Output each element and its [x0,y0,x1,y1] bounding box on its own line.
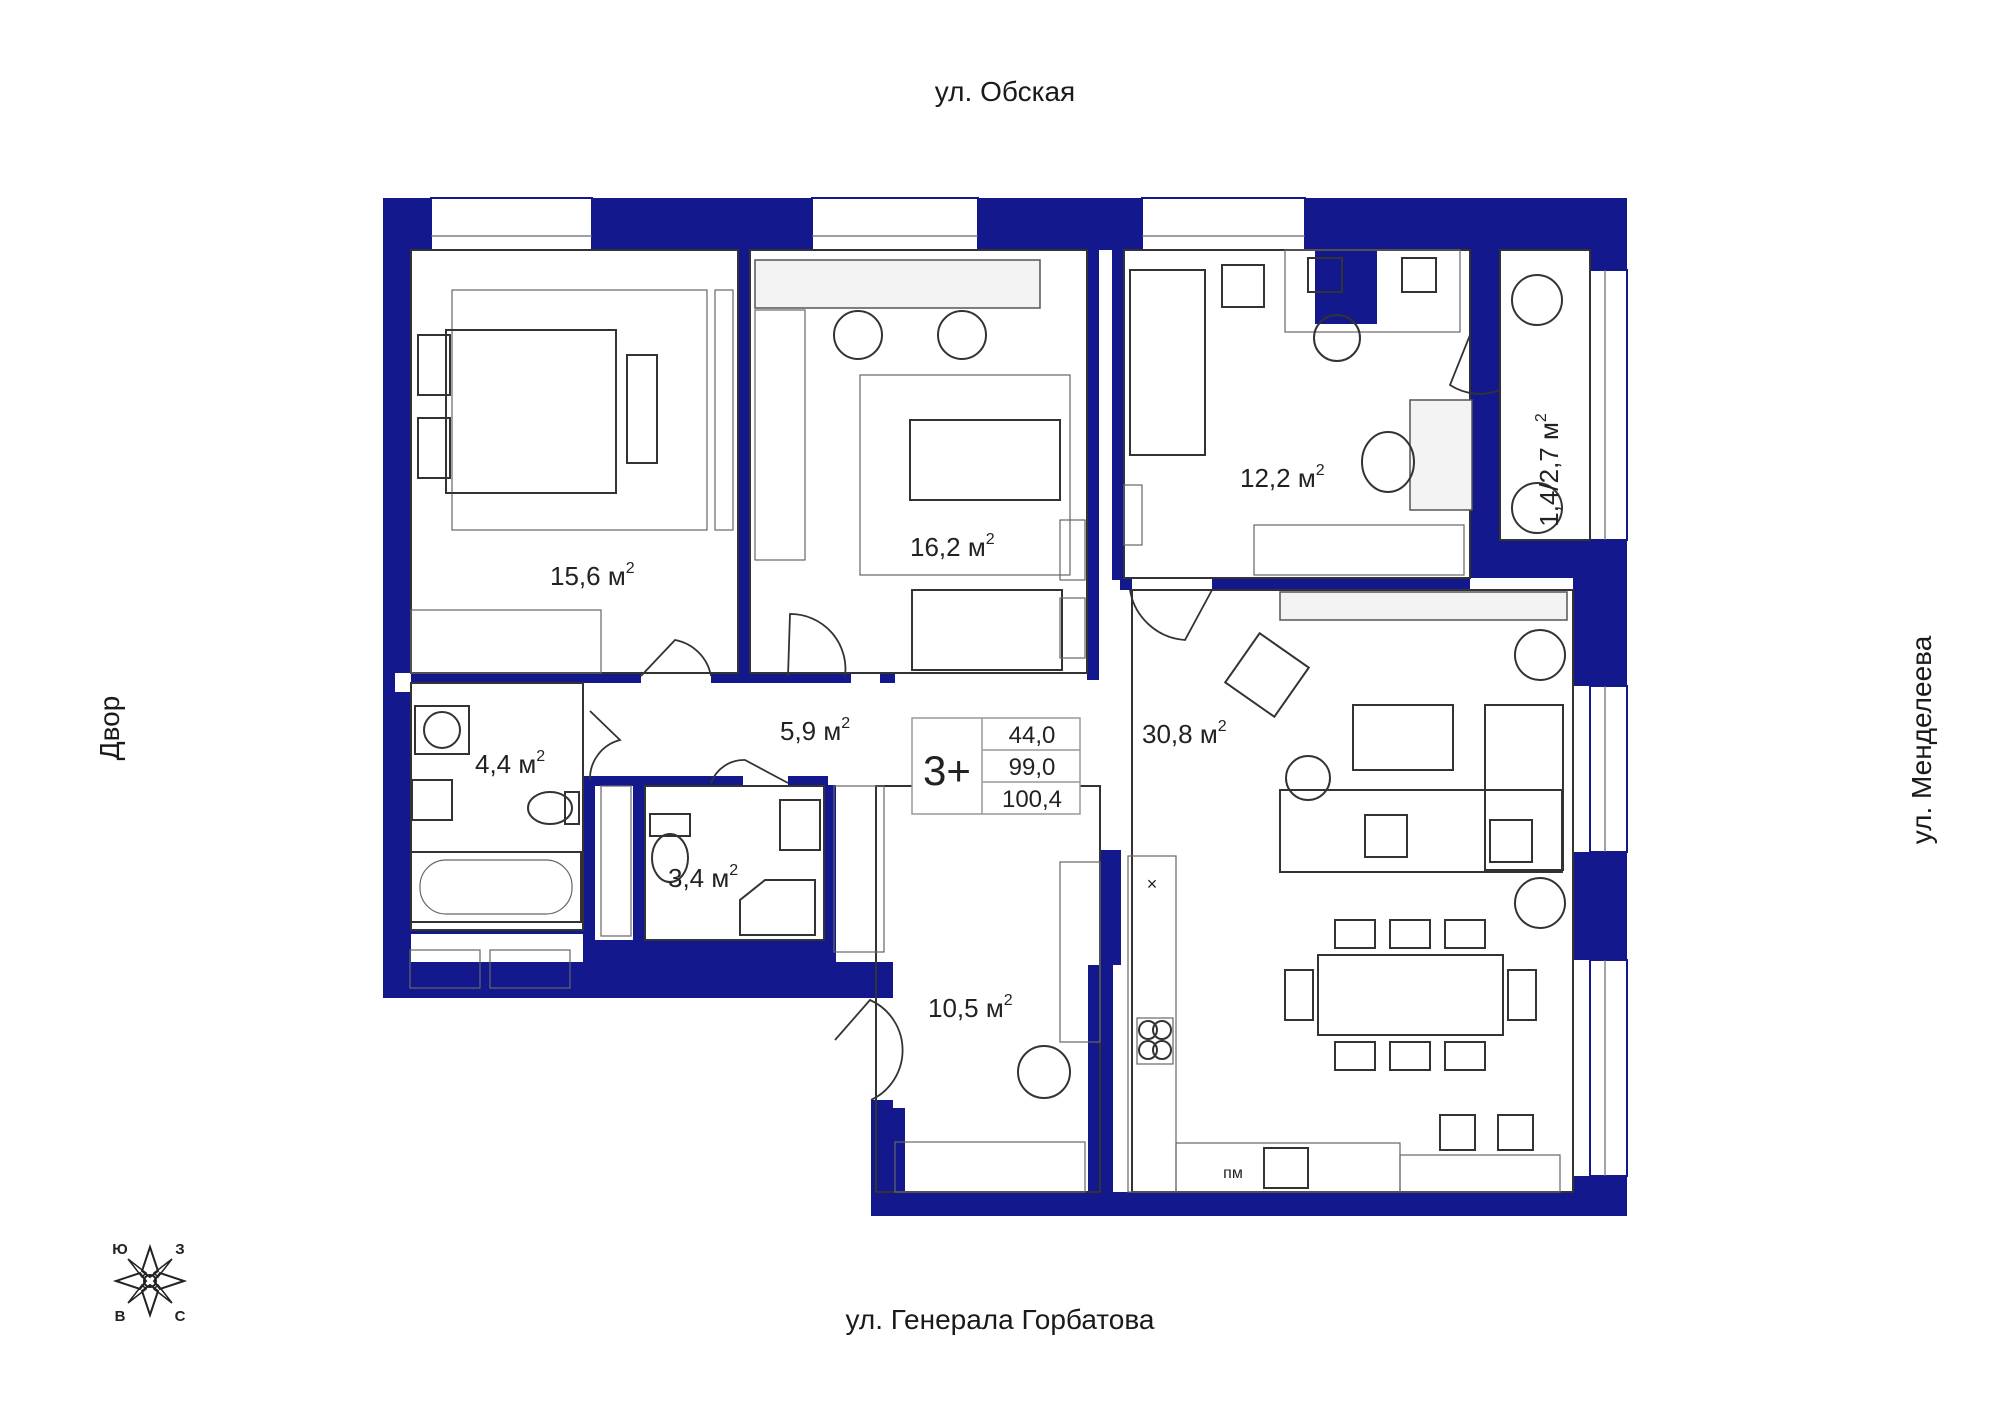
summary-box: 3+ 44,0 99,0 100,4 [911,717,1081,815]
compass-label-top-right: З [175,1241,184,1258]
summary-value-2: 99,0 [1009,754,1056,781]
compass-icon: Ю З В С [112,1241,188,1325]
dishwasher-label: пм [1223,1165,1243,1182]
summary-value-1: 44,0 [1009,722,1056,749]
corridor-furniture [894,861,1101,1193]
bedroom-1-furniture [410,289,734,674]
room-area-living: 30,8 м2 [1142,718,1227,749]
bathroom-furniture [409,705,582,989]
walls [383,198,1627,1216]
room-labels: 15,6 м2 16,2 м2 12,2 м2 5,9 м2 30,8 м2 4… [475,413,1564,1023]
room-area-corridor: 10,5 м2 [928,992,1013,1023]
bedroom-2-furniture [754,259,1086,671]
hood-mark: × [1147,874,1158,894]
compass-label-bottom-left: В [115,1308,126,1325]
room-area-balcony: 1,4/2,7 м2 [1533,413,1564,527]
living-room-furniture [1223,591,1568,1193]
room-area-wc: 3,4 м2 [668,862,738,893]
compass-label-bottom-right: С [175,1308,186,1325]
room-area-bedroom-3: 12,2 м2 [1240,462,1325,493]
doors [589,334,1501,1101]
bedroom-3-furniture [1123,249,1473,576]
room-area-bathroom: 4,4 м2 [475,748,545,779]
wc-furniture [600,785,885,953]
windows [430,197,1628,1177]
summary-value-3: 100,4 [1002,786,1062,813]
street-bottom-label: ул. Генерала Горбатова [845,1304,1155,1335]
room-area-bedroom-2: 16,2 м2 [910,531,995,562]
balcony-plants [1511,274,1563,534]
compass-label-top-left: Ю [112,1241,127,1258]
street-top-label: ул. Обская [934,76,1076,107]
kitchen-furniture: × пм [1127,855,1401,1193]
apartment-type: 3+ [923,747,971,794]
room-area-bedroom-1: 15,6 м2 [550,560,635,591]
room-area-hall: 5,9 м2 [780,715,850,746]
